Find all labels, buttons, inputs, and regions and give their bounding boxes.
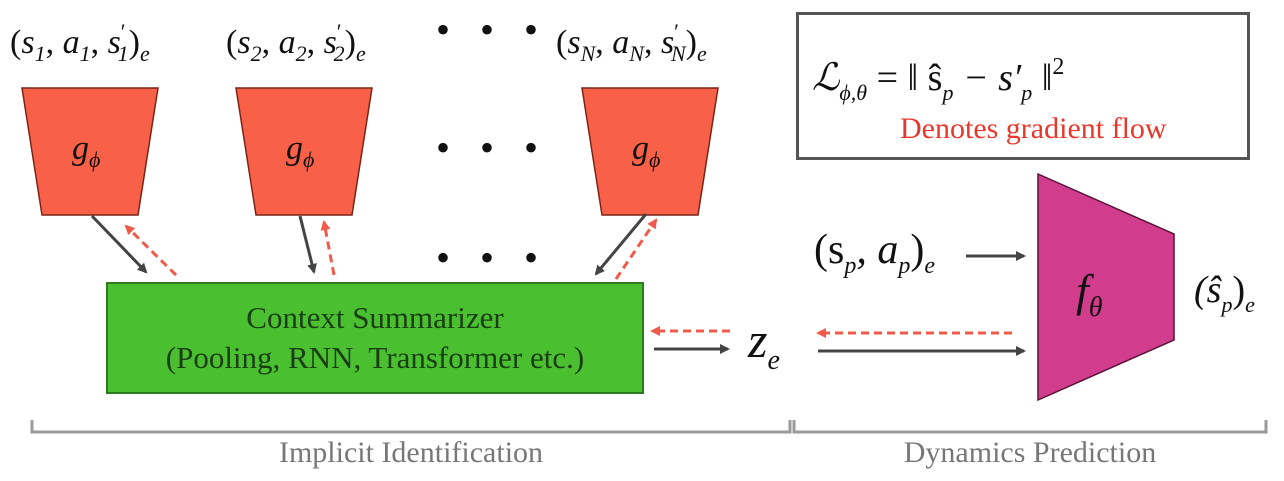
section-implicit-identification: Implicit Identification: [278, 436, 544, 469]
state-action-label: (sp, ap)e: [814, 227, 935, 279]
ellipsis-lower: • • •: [436, 235, 549, 280]
gradient-arrow-1: [124, 224, 178, 277]
input-tuple-2: (s2, a2, s′2)e: [226, 19, 366, 66]
bracket-implicit-identification: [30, 420, 792, 434]
prediction-label: (ŝp)e: [1194, 269, 1255, 317]
forward-arrow-1: [90, 214, 148, 274]
summarizer-title: Context Summarizer: [246, 300, 504, 335]
dynamics-model-shape: [1037, 172, 1175, 402]
input-tuple-n: (sN, aN, s′N)e: [556, 19, 707, 66]
input-tuple-1: (s1, a1, s′1)e: [10, 19, 150, 66]
encoder-2-shape: [235, 87, 373, 216]
context-summarizer: Context Summarizer (Pooling, RNN, Transf…: [106, 282, 644, 394]
bracket-dynamics-prediction: [792, 420, 1268, 434]
encoder-n-shape: [581, 87, 719, 216]
summarizer-subtitle: (Pooling, RNN, Transformer etc.): [165, 340, 585, 375]
forward-arrow-n: [594, 213, 648, 276]
encoder-1-shape: [21, 87, 159, 216]
gradient-arrow-2: [320, 220, 336, 276]
loss-equation: ℒϕ,θ = ‖ ŝp − s′p ‖2: [812, 54, 1065, 105]
ellipsis-top: • • •: [436, 7, 549, 52]
forward-arrow-2: [298, 215, 317, 274]
latent-context-label: ze: [748, 312, 780, 376]
section-dynamics-prediction: Dynamics Prediction: [903, 436, 1157, 469]
encoder-n-label: gϕ: [632, 130, 661, 172]
legend-gradient-text: Denotes gradient flow: [900, 112, 1167, 145]
ellipsis-middle: • • •: [436, 125, 549, 170]
encoder-2-label: gϕ: [286, 130, 315, 172]
gradient-arrow-n: [614, 218, 658, 280]
dynamics-model-label: fθ: [1076, 265, 1103, 323]
legend-box: [796, 12, 1250, 160]
encoder-1-label: gϕ: [72, 130, 101, 172]
